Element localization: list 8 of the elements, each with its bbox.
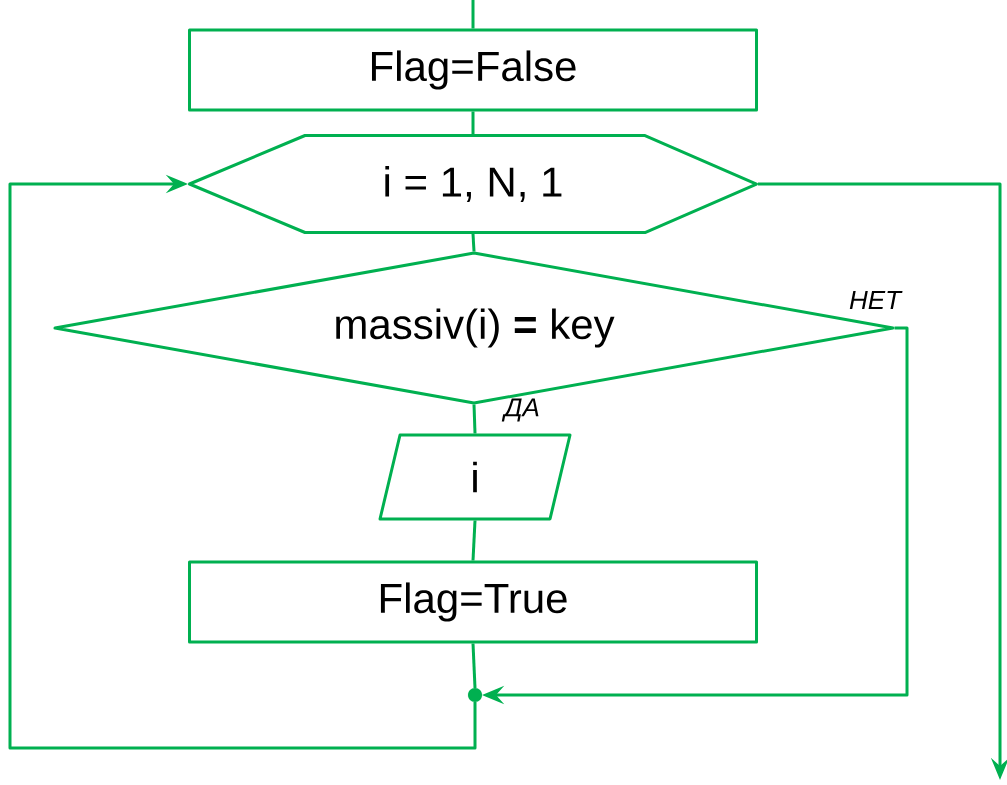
edge-label: ДА [501,398,539,422]
arrow [8,174,477,750]
process-box: Flag=False [188,28,758,112]
junction-dot [467,687,483,703]
loop-hexagon: i = 1, N, 1 [188,134,758,234]
io-parallelogram: i [378,433,572,521]
process-box: Flag=True [188,560,758,644]
edge-label: НЕТ [849,291,903,309]
